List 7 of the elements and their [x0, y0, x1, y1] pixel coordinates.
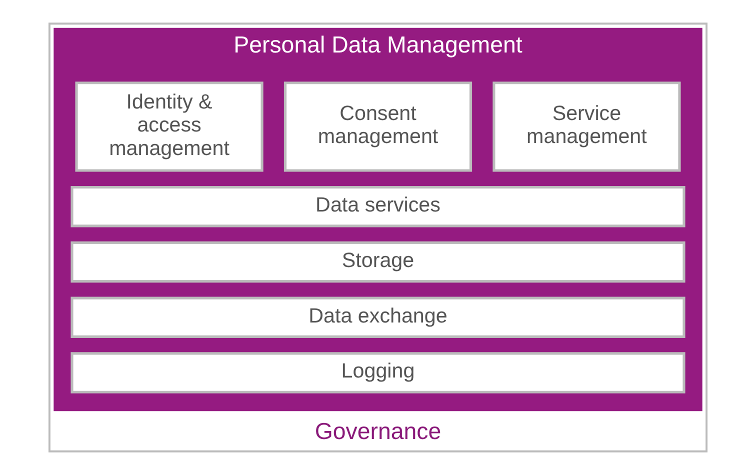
- node-box: Service management: [492, 82, 680, 172]
- node-box: Identity & access management: [74, 82, 263, 172]
- node-box: Consent management: [283, 82, 472, 172]
- node-box: Storage: [70, 241, 685, 283]
- node-box: Data exchange: [70, 296, 685, 338]
- node-box: Data services: [70, 186, 685, 228]
- node-box: Logging: [70, 352, 685, 394]
